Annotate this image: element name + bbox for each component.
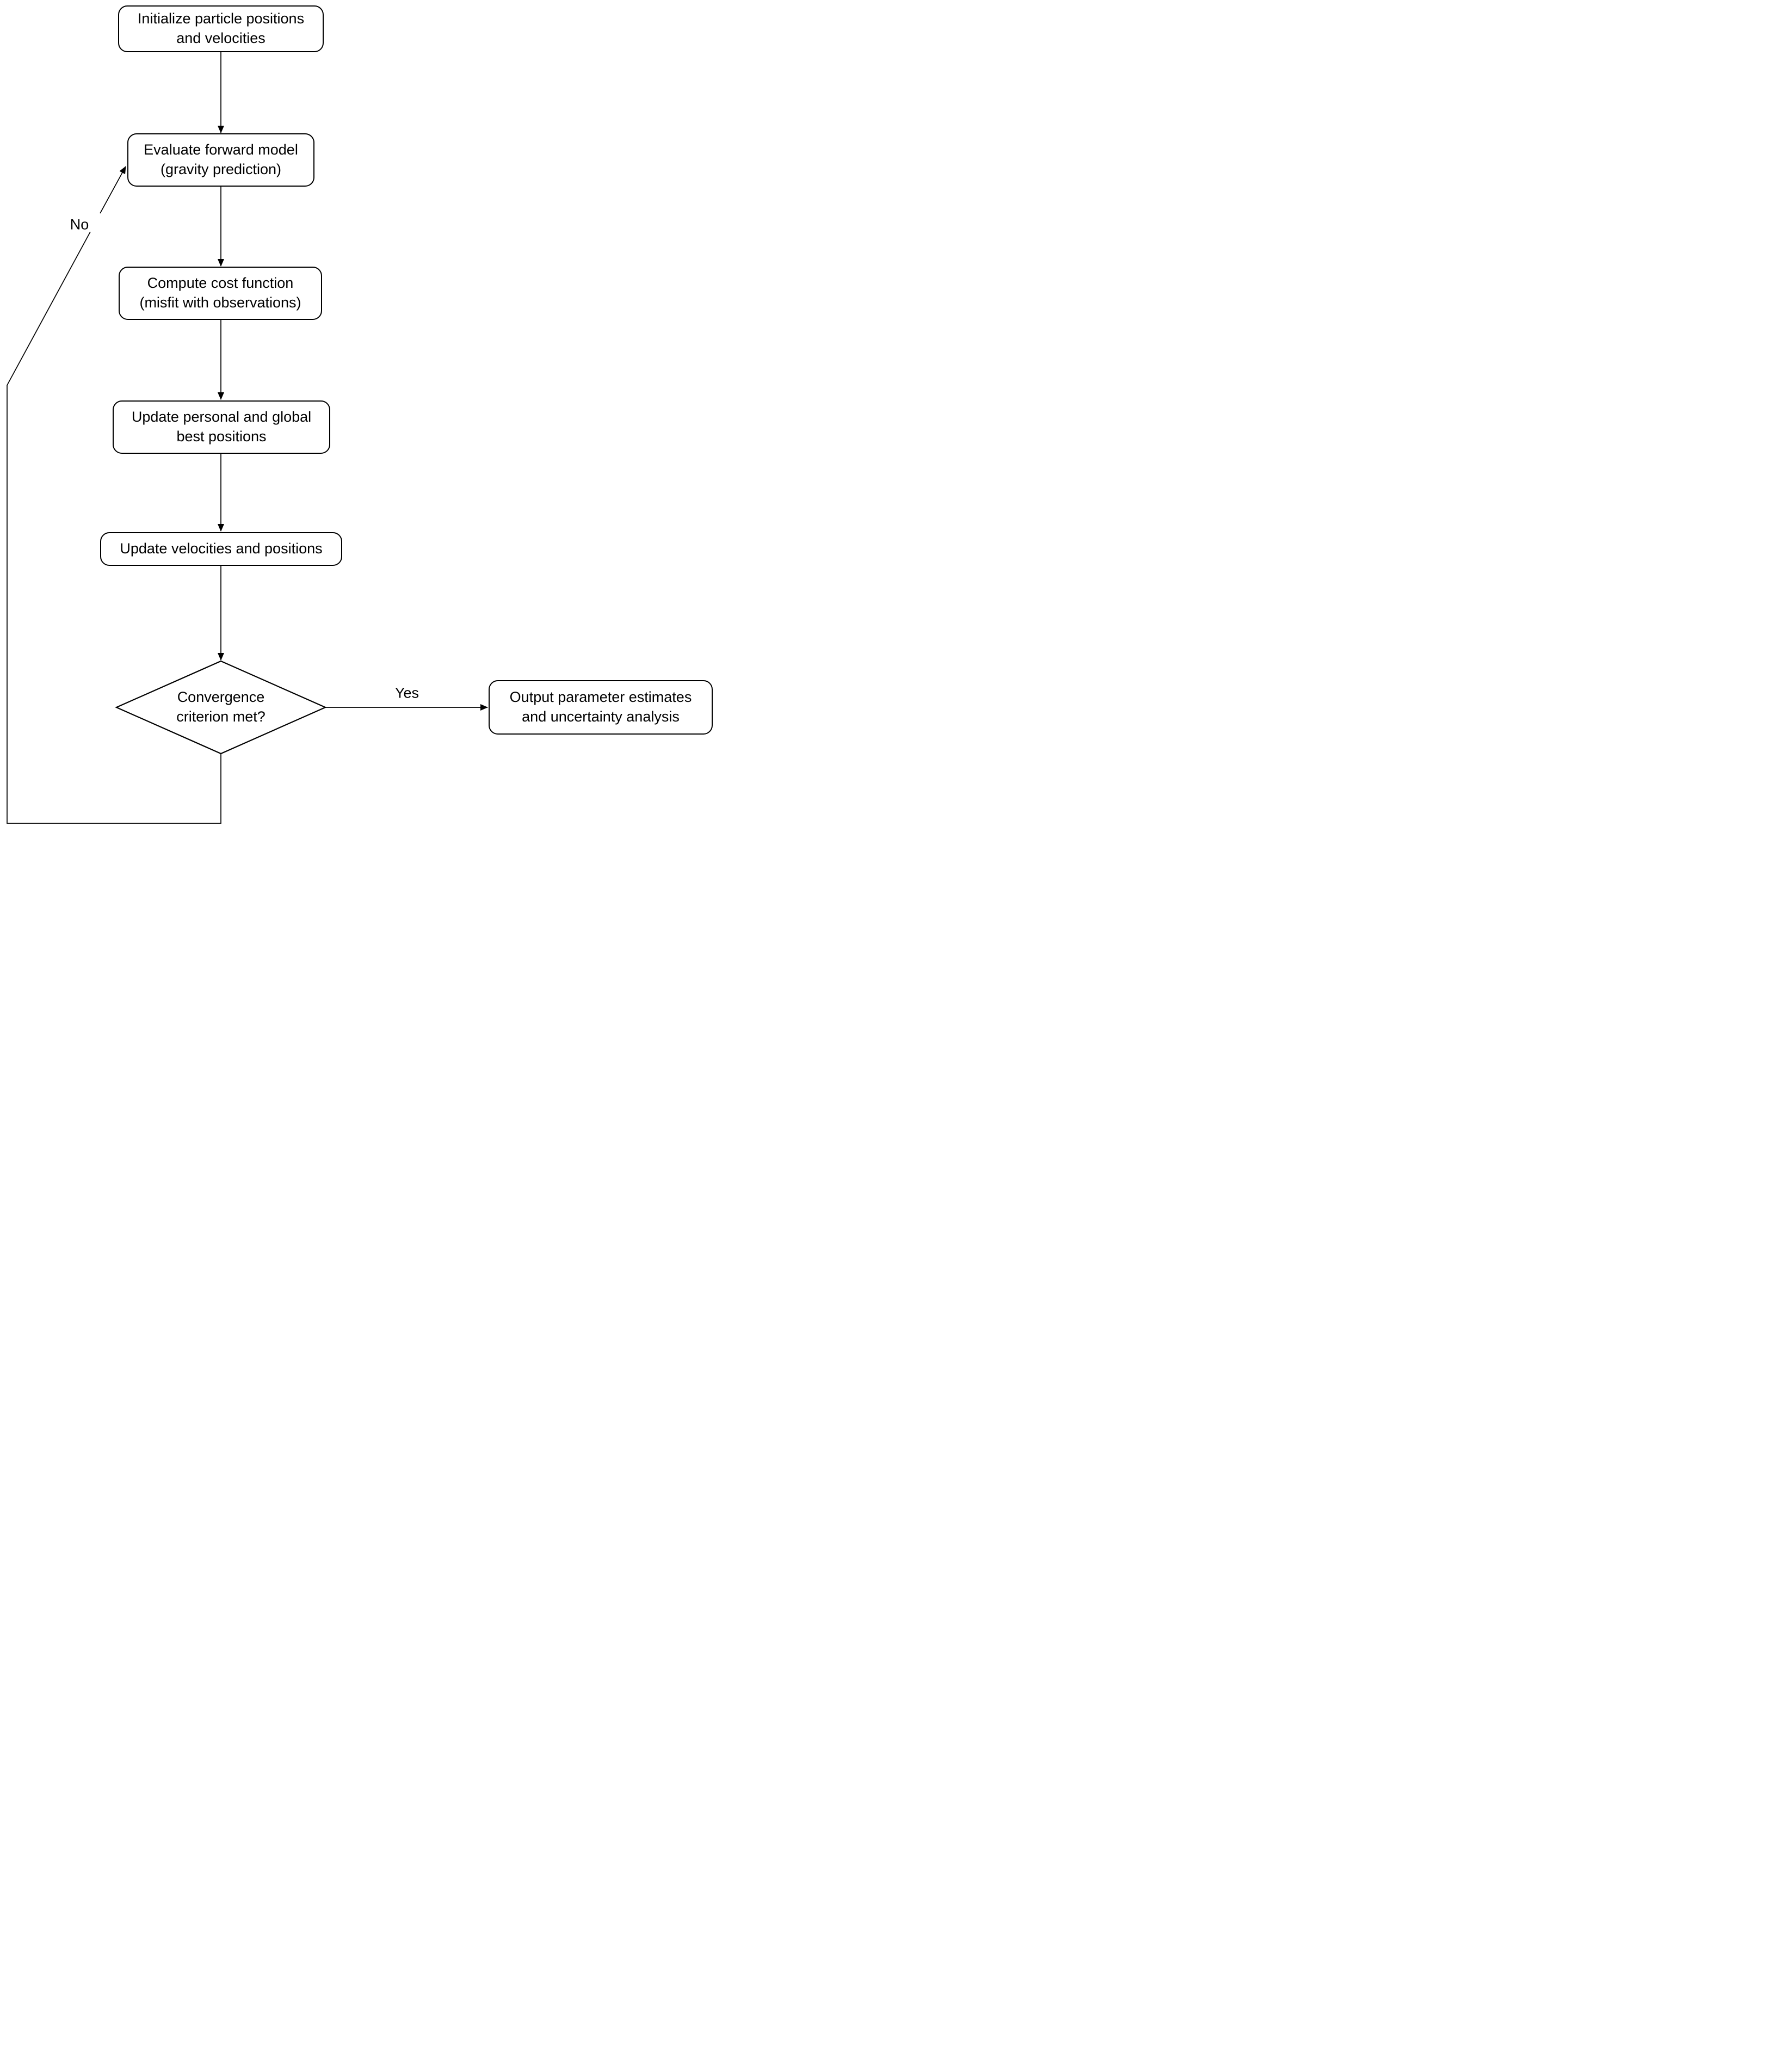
- node-initialize: Initialize particle positions and veloci…: [118, 5, 324, 52]
- node-cost: Compute cost function (misfit with obser…: [119, 267, 322, 320]
- node-evaluate: Evaluate forward model (gravity predicti…: [127, 133, 314, 187]
- node-output-line2: and uncertainty analysis: [522, 708, 680, 725]
- node-evaluate-line2: (gravity prediction): [160, 161, 282, 177]
- flowchart-edges: [7, 52, 488, 824]
- edge-no-diagonal-lower: [7, 231, 91, 386]
- node-best-line2: best positions: [176, 428, 267, 445]
- node-update: Update velocities and positions: [100, 532, 342, 566]
- node-update-line1: Update velocities and positions: [120, 540, 323, 557]
- edge-label-no: No: [70, 216, 89, 233]
- node-cost-line2: (misfit with observations): [139, 294, 301, 311]
- node-decision-label: Convergence criterion met?: [161, 684, 281, 730]
- edge-label-yes: Yes: [394, 684, 419, 701]
- edge-no-loop-path: [7, 385, 221, 824]
- node-evaluate-line1: Evaluate forward model: [144, 141, 298, 158]
- edge-no-diagonal-upper: [100, 166, 126, 214]
- node-initialize-line1: Initialize particle positions: [137, 10, 305, 27]
- node-output-line1: Output parameter estimates: [509, 689, 692, 706]
- flowchart-canvas: Initialize particle positions and veloci…: [0, 0, 716, 829]
- node-output: Output parameter estimates and uncertain…: [489, 680, 713, 735]
- node-cost-line1: Compute cost function: [147, 275, 294, 292]
- node-decision-line1: Convergence: [177, 689, 265, 706]
- node-best: Update personal and global best position…: [113, 400, 330, 454]
- decision-diamond: [115, 660, 327, 755]
- node-decision-line2: criterion met?: [176, 708, 266, 725]
- node-initialize-line2: and velocities: [176, 30, 266, 46]
- node-best-line1: Update personal and global: [131, 409, 312, 425]
